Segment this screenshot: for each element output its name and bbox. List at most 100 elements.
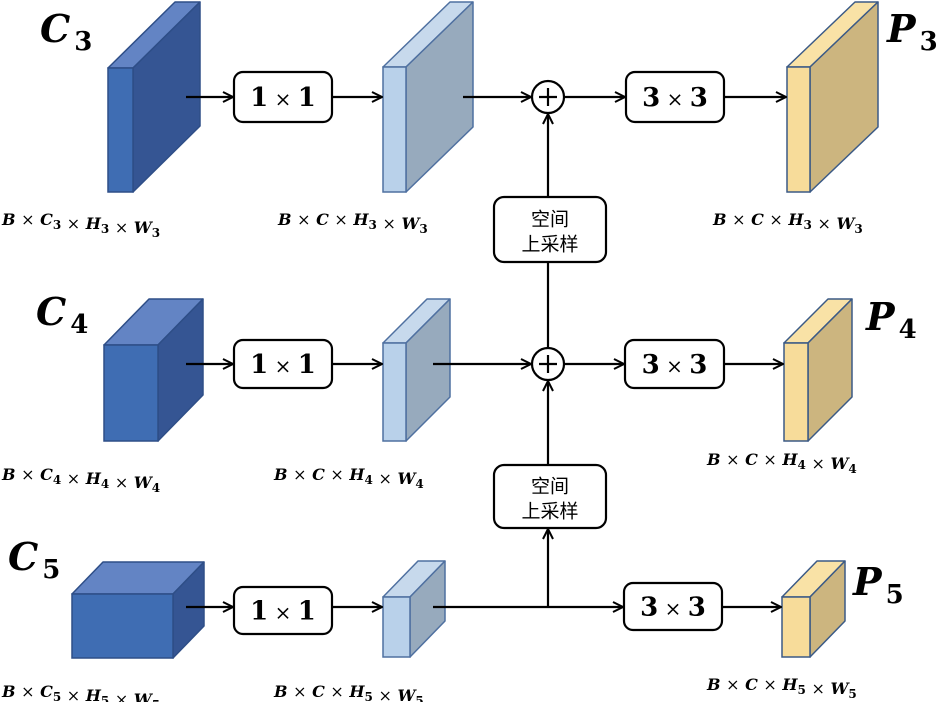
times-symbol: × bbox=[811, 679, 824, 698]
upsample-box-4-to-3-frame bbox=[492, 195, 608, 264]
times-symbol: × bbox=[726, 675, 739, 694]
op-token: 1 bbox=[250, 597, 268, 627]
dim-symbol: H bbox=[85, 469, 102, 488]
op-token: × bbox=[660, 87, 689, 111]
op-token: × bbox=[268, 354, 297, 378]
level-5-lateral-conv-1x1-label: 1 × 1 bbox=[250, 597, 316, 627]
level-4-smooth-conv-3x3[interactable]: 3 × 3 bbox=[623, 338, 726, 390]
level-5-smooth-conv-3x3-frame bbox=[622, 581, 724, 632]
times-symbol: × bbox=[726, 450, 739, 469]
level-5-input-feature-map-front-face bbox=[71, 593, 174, 659]
level-5-lateral-feature-map-front-face bbox=[382, 596, 411, 658]
level-4-input-feature-map-front-face bbox=[103, 344, 159, 442]
level-3-output-feature-map-front-face bbox=[786, 66, 811, 193]
op-token: × bbox=[658, 597, 687, 621]
dim-subscript: 5 bbox=[53, 690, 61, 702]
dim-symbol: B bbox=[1, 465, 16, 484]
op-token: × bbox=[660, 354, 689, 378]
dim-subscript: 5 bbox=[848, 687, 856, 701]
level-5-lateral-conv-1x1[interactable]: 1 × 1 bbox=[232, 585, 334, 636]
dim-subscript: 4 bbox=[53, 473, 61, 487]
level-4-lateral-conv-1x1-frame bbox=[232, 338, 334, 390]
level-3-lateral-dims: B × C × H3 × W3 bbox=[277, 210, 428, 236]
times-symbol: × bbox=[67, 469, 80, 488]
times-symbol: × bbox=[115, 218, 128, 237]
op-token: × bbox=[268, 87, 297, 111]
level-3-lateral-conv-1x1[interactable]: 1 × 1 bbox=[232, 70, 334, 124]
dim-subscript: 5 bbox=[101, 694, 109, 702]
level-3-lateral-conv-1x1-frame bbox=[232, 70, 334, 124]
times-symbol: × bbox=[382, 214, 395, 233]
dim-symbol: H bbox=[348, 682, 365, 701]
times-symbol: × bbox=[763, 450, 776, 469]
dim-symbol: W bbox=[830, 679, 850, 698]
dim-subscript: 3 bbox=[854, 222, 862, 236]
level-4-lateral-conv-1x1[interactable]: 1 × 1 bbox=[232, 338, 334, 390]
op-token: 1 bbox=[298, 83, 316, 113]
level-4-lateral-dims: B × C × H4 × W4 bbox=[273, 465, 424, 491]
op-token: × bbox=[268, 601, 297, 625]
level-5-output-feature-map-front-face bbox=[781, 596, 811, 658]
level-3-input-feature-map-front-face bbox=[107, 67, 134, 193]
level-5-lateral-conv-1x1-frame bbox=[232, 585, 334, 636]
dim-subscript: 4 bbox=[848, 462, 856, 476]
dim-symbol: W bbox=[836, 214, 856, 233]
dim-symbol: C bbox=[745, 675, 758, 694]
dim-subscript: 3 bbox=[804, 218, 812, 232]
dim-subscript: 5 bbox=[415, 694, 423, 702]
dim-subscript: 5 bbox=[152, 698, 160, 702]
level-5-lateral-dims: B × C × H5 × W5 bbox=[273, 682, 424, 702]
level-3-input-label-main: C bbox=[40, 6, 70, 51]
level-3-smooth-conv-3x3[interactable]: 3 × 3 bbox=[624, 70, 726, 124]
level-5-output-label-main: P bbox=[852, 559, 883, 604]
level-3-smooth-conv-3x3-frame bbox=[624, 70, 726, 124]
dim-symbol: H bbox=[85, 214, 102, 233]
dim-symbol: C bbox=[312, 465, 325, 484]
dim-subscript: 4 bbox=[415, 477, 423, 491]
op-token: 3 bbox=[688, 593, 706, 623]
level-4-input-feature-map bbox=[103, 298, 204, 442]
times-symbol: × bbox=[293, 682, 306, 701]
dim-subscript: 4 bbox=[152, 481, 160, 495]
level-5-smooth-conv-3x3[interactable]: 3 × 3 bbox=[622, 581, 724, 632]
level-3-input-label-sub: 3 bbox=[74, 27, 92, 57]
op-token: 1 bbox=[250, 350, 268, 380]
times-symbol: × bbox=[21, 210, 34, 229]
level-3-input-dims: B × C3 × H3 × W3 bbox=[1, 210, 160, 240]
level-4-output-label-main: P bbox=[865, 294, 896, 339]
op-token: 3 bbox=[689, 350, 707, 380]
dim-symbol: H bbox=[787, 210, 804, 229]
times-symbol: × bbox=[21, 682, 34, 701]
dim-symbol: B bbox=[706, 450, 721, 469]
op-token: 3 bbox=[642, 350, 660, 380]
times-symbol: × bbox=[67, 214, 80, 233]
level-4-lateral-conv-1x1-label: 1 × 1 bbox=[250, 350, 316, 380]
level-4-output-feature-map bbox=[783, 298, 853, 442]
times-symbol: × bbox=[811, 454, 824, 473]
times-symbol: × bbox=[293, 465, 306, 484]
level-4-lateral-feature-map-front-face bbox=[382, 342, 407, 442]
level-3-smooth-conv-3x3-label: 3 × 3 bbox=[642, 83, 708, 113]
times-symbol: × bbox=[378, 686, 391, 702]
dim-symbol: C bbox=[40, 210, 53, 229]
times-symbol: × bbox=[817, 214, 830, 233]
dim-subscript: 4 bbox=[365, 473, 373, 487]
dim-symbol: W bbox=[397, 469, 417, 488]
level-4-merge-add bbox=[530, 346, 566, 382]
level-3-lateral-conv-1x1-label: 1 × 1 bbox=[250, 83, 316, 113]
dim-symbol: H bbox=[781, 675, 798, 694]
dim-symbol: W bbox=[134, 473, 154, 492]
level-4-input-dims: B × C4 × H4 × W4 bbox=[1, 465, 160, 495]
op-token: 3 bbox=[640, 593, 658, 623]
dim-subscript: 4 bbox=[101, 477, 109, 491]
level-5-smooth-conv-3x3-label: 3 × 3 bbox=[640, 593, 706, 623]
level-4-output-feature-map-front-face bbox=[783, 342, 809, 442]
level-4-input-label-main: C bbox=[36, 289, 66, 334]
level-3-lateral-feature-map-front-face bbox=[382, 66, 407, 193]
times-symbol: × bbox=[732, 210, 745, 229]
